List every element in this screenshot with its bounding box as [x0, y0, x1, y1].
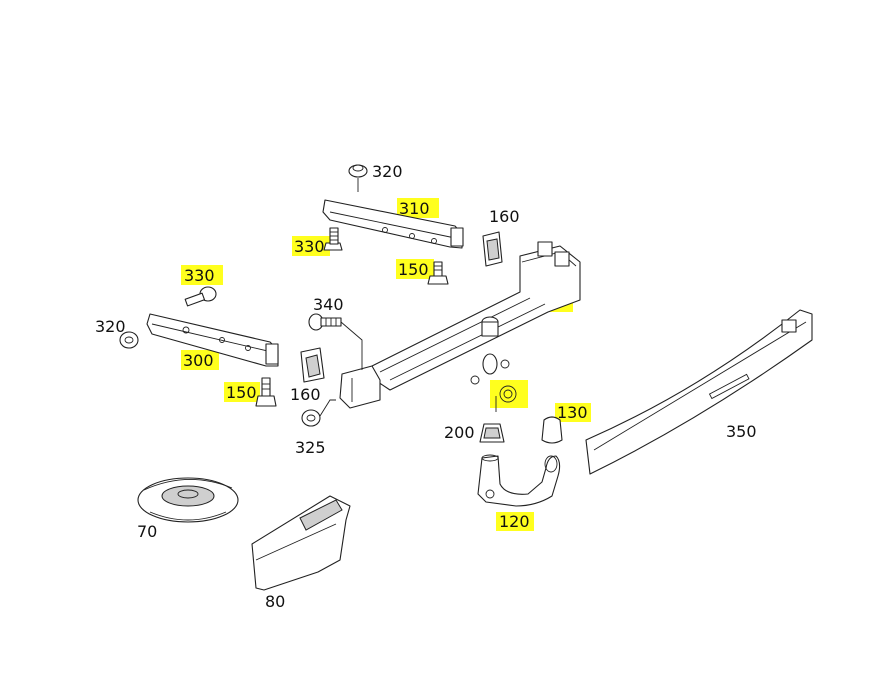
label-160-mid: 160 — [290, 385, 321, 404]
highlight-310 — [397, 198, 439, 218]
label-325: 325 — [295, 438, 326, 457]
bolt-150-top — [427, 261, 449, 285]
label-330-left: 330 — [184, 266, 215, 285]
label-70: 70 — [137, 522, 157, 541]
bumper-bar-350 — [585, 309, 813, 475]
highlight-330-left — [181, 265, 223, 285]
label-160-top: 160 — [489, 207, 520, 226]
highlight-150-top — [396, 259, 434, 279]
bolt-330-left — [184, 286, 217, 307]
label-350: 350 — [726, 422, 757, 441]
bracket-160-top — [482, 231, 503, 267]
label-150-left: 150 — [226, 383, 257, 402]
label-300: 300 — [183, 351, 214, 370]
nut-320-left — [119, 331, 139, 349]
label-320-top: 320 — [372, 162, 403, 181]
label-200: 200 — [444, 423, 475, 442]
wheel-holder-70 — [137, 477, 239, 523]
label-310: 310 — [399, 199, 430, 218]
washer-325 — [301, 399, 336, 427]
bolt-330-top — [323, 227, 343, 251]
highlight-120 — [496, 512, 534, 531]
label-340: 340 — [313, 295, 344, 314]
highlight-150-left — [224, 382, 260, 402]
bolt-340 — [308, 313, 363, 370]
highlight-330-top — [292, 236, 330, 256]
socket-housing-200 — [479, 423, 505, 443]
cap-130 — [541, 416, 563, 444]
label-330-top: 330 — [294, 237, 325, 256]
electrical-socket — [495, 385, 517, 412]
label-130: 130 — [557, 403, 588, 422]
storage-tray-80 — [251, 495, 351, 591]
side-rail-310 — [322, 199, 464, 249]
highlight-130 — [555, 403, 591, 422]
bracket-160-mid — [300, 347, 325, 383]
label-150-top: 150 — [398, 260, 429, 279]
tow-ball-120 — [477, 454, 561, 507]
label-80: 80 — [265, 592, 285, 611]
bolt-150-left — [255, 377, 277, 407]
nut-320-top — [348, 164, 368, 192]
label-120: 120 — [499, 512, 530, 531]
highlight-300 — [181, 350, 219, 370]
crossmember — [339, 241, 581, 409]
side-rail-300 — [146, 313, 279, 367]
label-320-left: 320 — [95, 317, 126, 336]
